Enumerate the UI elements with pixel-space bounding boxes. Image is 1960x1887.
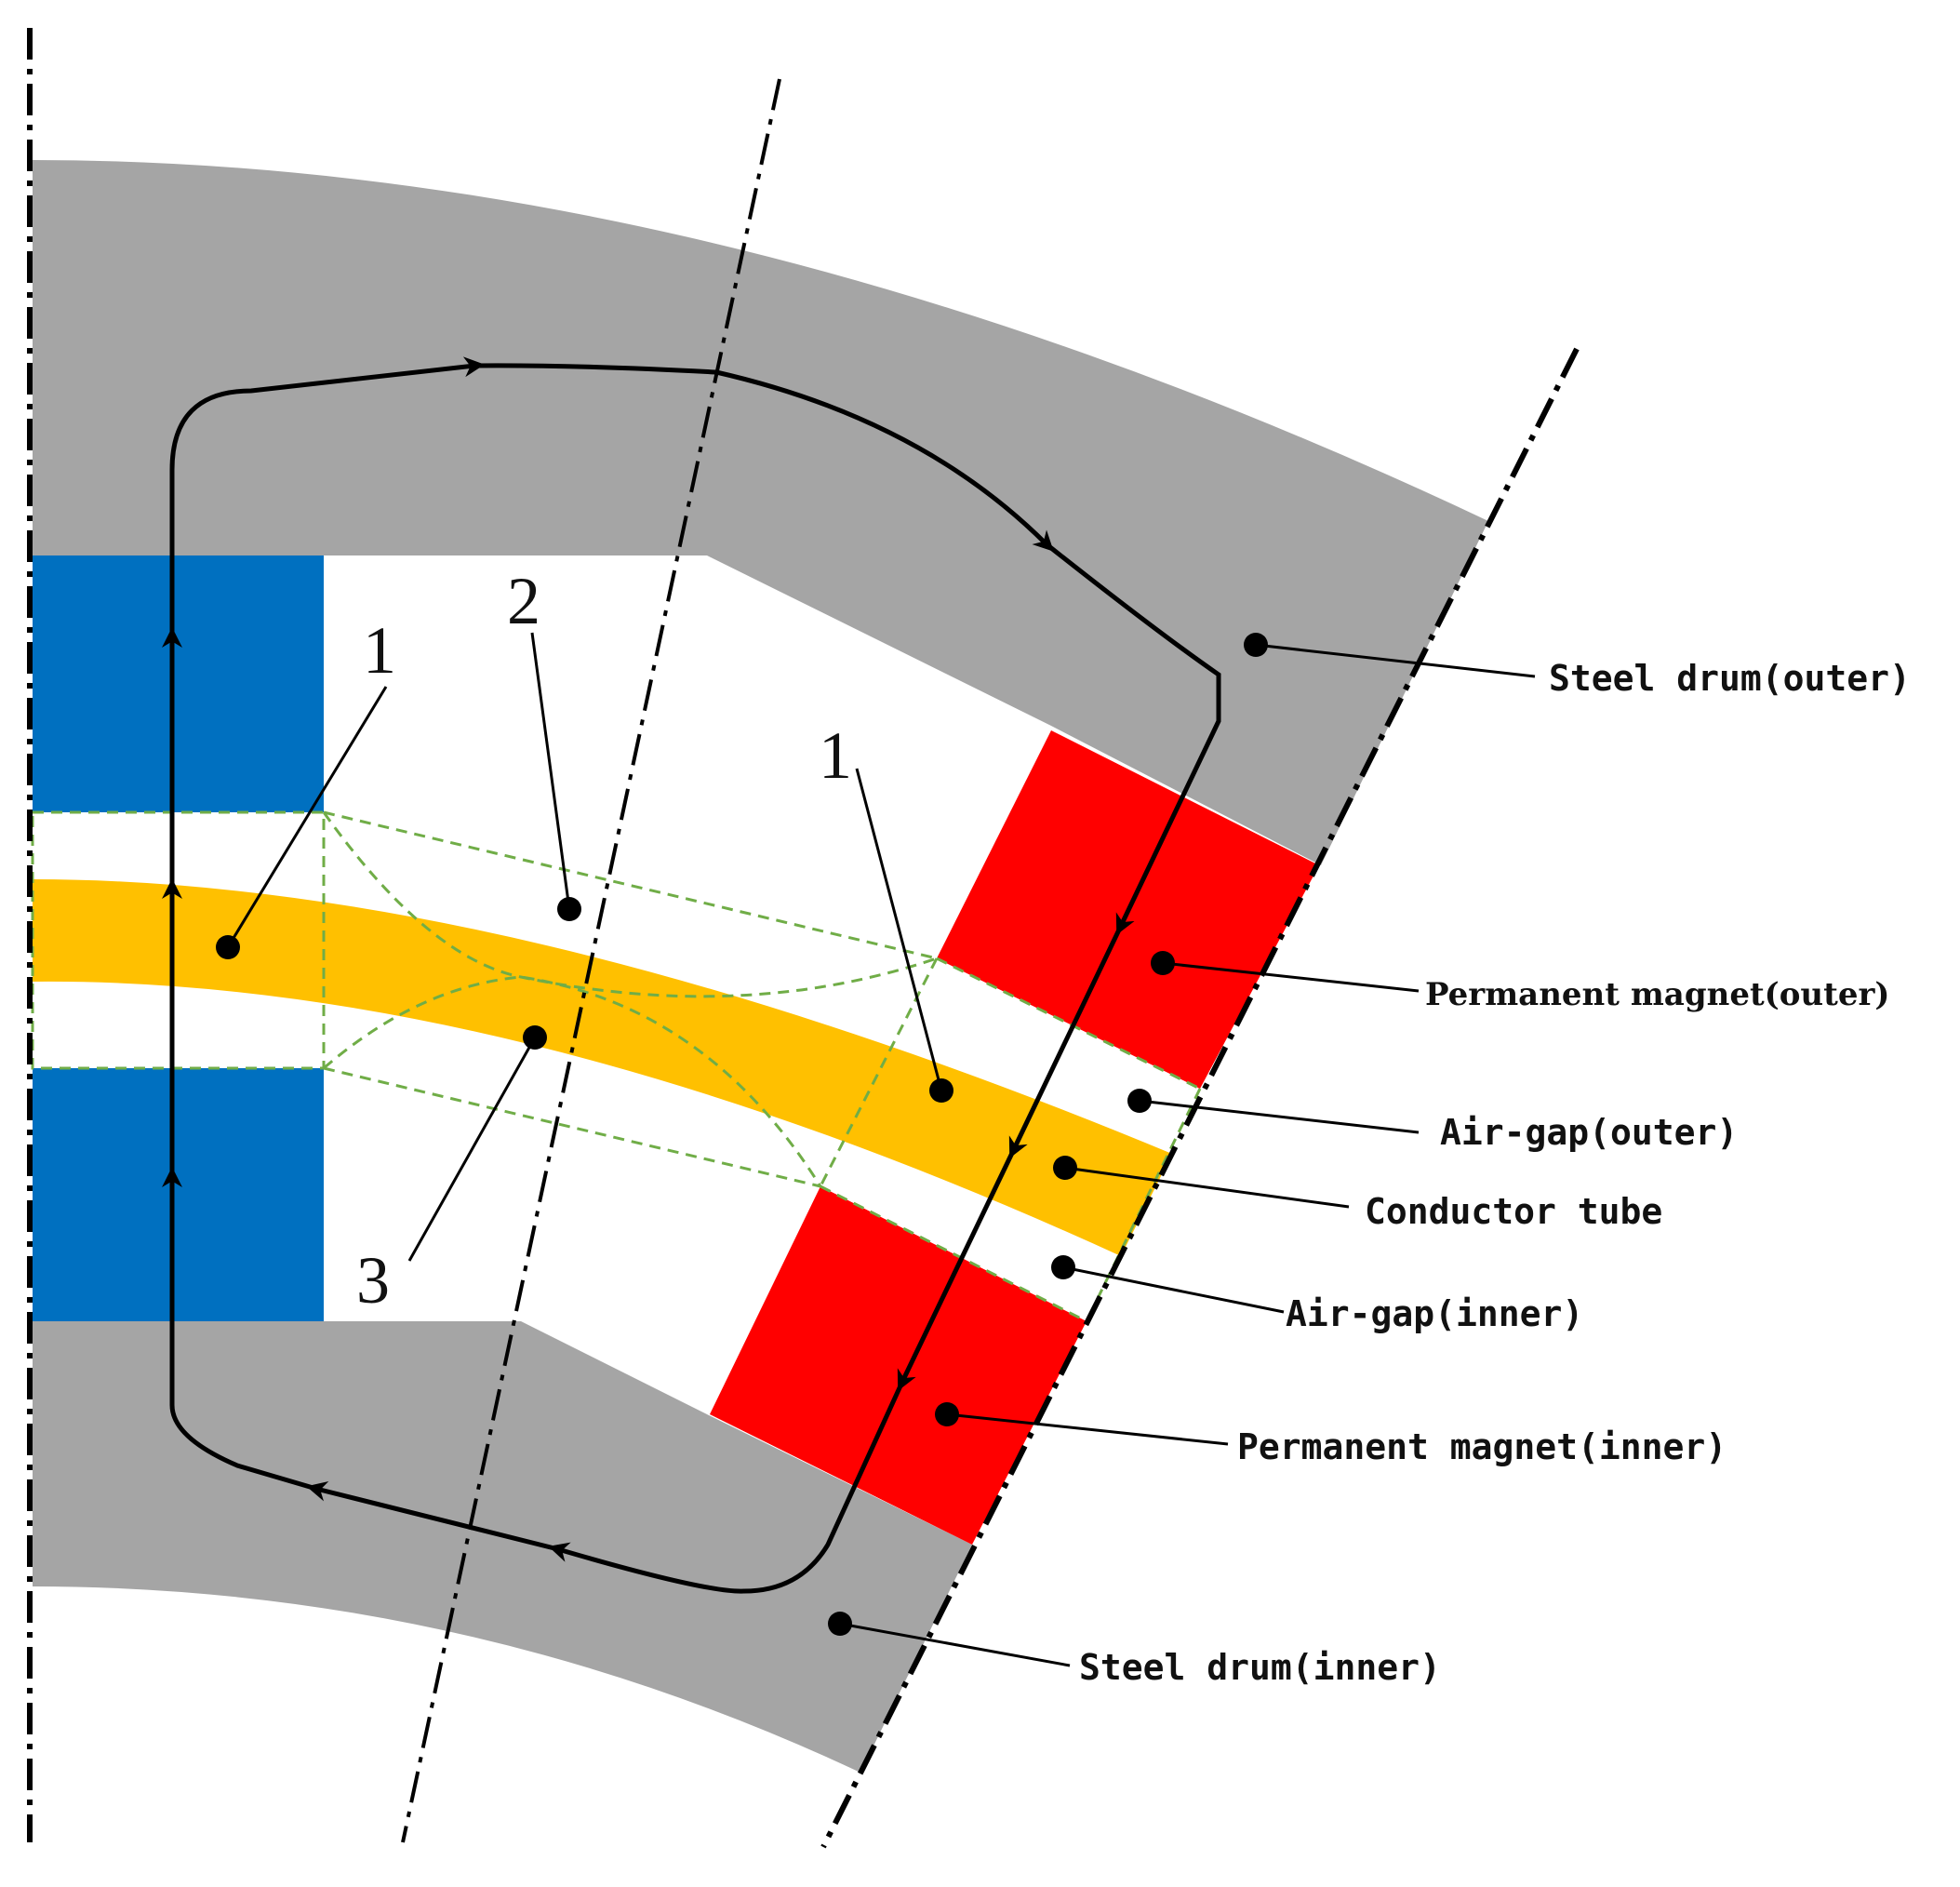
- left-magnet-lower: [33, 1068, 324, 1321]
- left-magnet-upper: [33, 555, 324, 812]
- label-airgap-outer: Air-gap(outer): [1440, 1112, 1738, 1153]
- label-steel-drum-inner: Steel drum(inner): [1079, 1647, 1441, 1688]
- label-leaders: [226, 632, 1536, 1667]
- conductor-tube: [33, 879, 1172, 1256]
- permanent-magnet-inner: [710, 1186, 1087, 1545]
- number-label-2: 2: [507, 564, 540, 638]
- label-permanent-magnet-outer: Permanent magnet(outer): [1425, 976, 1889, 1013]
- label-airgap-inner: Air-gap(inner): [1286, 1293, 1583, 1334]
- label-steel-drum-outer: Steel drum(outer): [1549, 658, 1911, 699]
- number-label-3: 3: [356, 1243, 390, 1318]
- number-label-1-left: 1: [363, 613, 396, 688]
- steel-drum-inner: [33, 1321, 972, 1773]
- label-dots: [216, 633, 1268, 1636]
- number-label-1-right: 1: [819, 718, 852, 793]
- flux-path: [162, 356, 1221, 1594]
- label-permanent-magnet-inner: Permanent magnet(inner): [1237, 1426, 1727, 1467]
- steel-drum-outer: [33, 160, 1488, 865]
- label-conductor-tube: Conductor tube: [1365, 1191, 1662, 1232]
